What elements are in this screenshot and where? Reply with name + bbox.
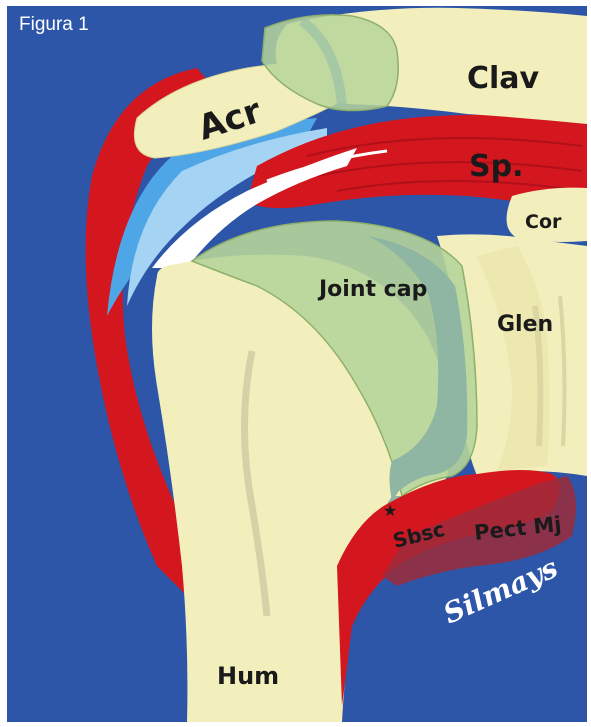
label-glenoid: Glen — [497, 312, 553, 337]
label-joint-capsule: Joint cap — [317, 277, 427, 302]
label-coracoid: Cor — [525, 211, 562, 233]
shoulder-anatomy-illustration: Acr Clav Sp. Cor Joint cap Glen Sbsc Pec… — [7, 6, 587, 722]
star-marker: ★ — [383, 501, 397, 520]
label-supraspinatus: Sp. — [469, 149, 523, 184]
label-clavicle: Clav — [467, 61, 540, 96]
figure-frame: Acr Clav Sp. Cor Joint cap Glen Sbsc Pec… — [7, 6, 587, 722]
figure-caption: Figura 1 — [19, 14, 89, 36]
label-humerus: Hum — [217, 662, 279, 690]
